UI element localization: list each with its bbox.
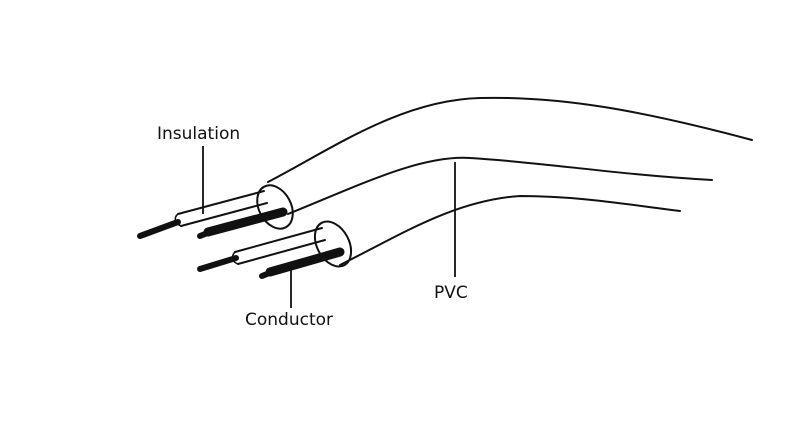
sheath-bottom-edge [339, 195, 681, 266]
upper-core [137, 184, 294, 239]
insulation-label: Insulation [157, 124, 240, 144]
lower-sheath-end [313, 220, 353, 268]
lower-conductor-1 [197, 255, 239, 272]
upper-sheath-end [256, 184, 294, 230]
upper-insulation-1 [177, 190, 268, 227]
lower-insulation-1 [234, 227, 326, 265]
lower-wire-2 [265, 247, 345, 277]
sheath-middle-seam [287, 156, 713, 215]
upper-conductor-1 [137, 219, 181, 239]
pvc-label: PVC [434, 283, 468, 303]
sheath-top-edge [267, 96, 753, 183]
pvc-sheath [267, 96, 753, 266]
conductor-label: Conductor [245, 310, 333, 330]
lower-core [197, 220, 353, 279]
upper-wire-2 [203, 207, 288, 237]
